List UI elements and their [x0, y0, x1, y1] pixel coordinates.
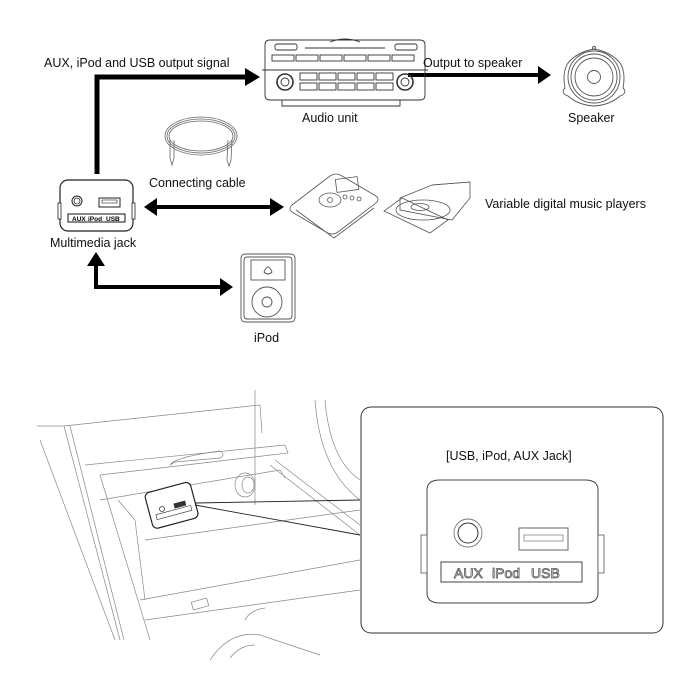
label-ipod: iPod	[254, 331, 280, 345]
arrow-audio-to-speaker	[408, 66, 551, 84]
jack-detail-icon	[420, 479, 605, 604]
speaker-icon	[562, 46, 626, 107]
connecting-cable-icon	[164, 116, 238, 168]
signal-arrow-jack-to-audio	[94, 68, 260, 174]
label-digital-players: Variable digital music players	[485, 197, 646, 211]
label-connecting-cable: Connecting cable	[149, 176, 246, 190]
label-audio-unit: Audio unit	[302, 111, 358, 125]
cd-player-icon	[383, 181, 471, 234]
label-output-to-speaker: Output to speaker	[423, 56, 523, 70]
ipod-icon	[240, 253, 296, 323]
label-output-signal: AUX, iPod and USB output signal	[44, 56, 230, 70]
top-jack-port-aux: AUX	[72, 216, 86, 223]
console-jack-small-icon	[144, 481, 199, 529]
top-jack-port-usb: USB	[106, 216, 120, 223]
audio-unit-icon	[262, 38, 428, 107]
callout-leader-lines	[194, 499, 361, 536]
label-speaker: Speaker	[568, 111, 615, 125]
center-console-illustration	[37, 390, 361, 661]
label-multimedia-jack: Multimedia jack	[50, 236, 137, 250]
detail-jack-port-usb: USB	[531, 565, 560, 581]
callout-title: [USB, iPod, AUX Jack]	[446, 449, 572, 463]
detail-jack-port-ipod: iPod	[492, 565, 520, 581]
top-jack-port-ipod: iPod	[88, 216, 102, 223]
multimedia-jack-icon	[57, 179, 136, 232]
detail-jack-port-aux: AUX	[454, 565, 483, 581]
portable-player-icon	[289, 173, 379, 239]
arrow-jack-ipod	[87, 252, 233, 296]
arrow-jack-digital-players	[144, 198, 284, 216]
